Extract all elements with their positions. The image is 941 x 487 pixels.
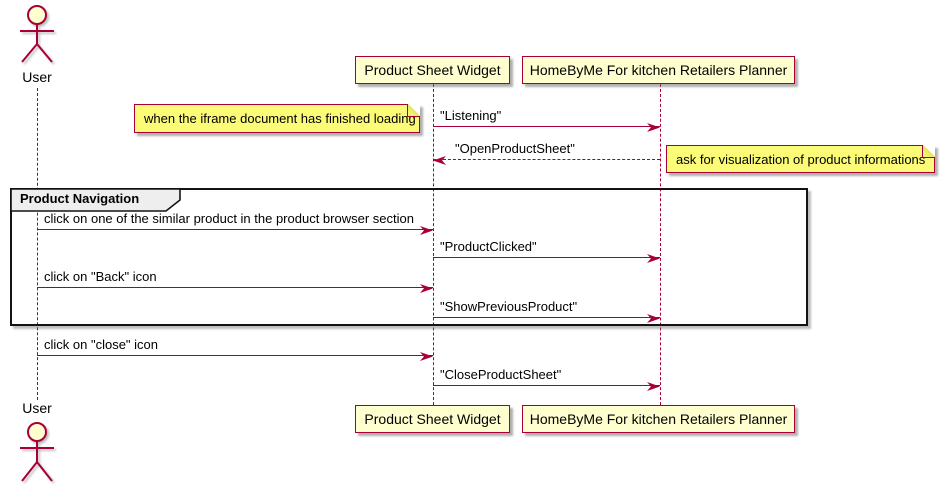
frame-tab: Product Navigation (10, 188, 182, 217)
message-line (433, 257, 660, 258)
message-label: "CloseProductSheet" (440, 367, 562, 382)
arrowhead-right-icon (647, 254, 660, 263)
message-line (37, 287, 433, 288)
message-product-clicked: "ProductClicked" (433, 238, 660, 263)
frame-tab-shape (10, 188, 181, 212)
message-label: click on "close" icon (44, 337, 158, 352)
actor-user-icon-bottom (20, 422, 54, 482)
arrowhead-right-icon (420, 352, 433, 361)
message-label: click on "Back" icon (44, 269, 157, 284)
message-open-product-sheet: "OpenProductSheet" (433, 140, 660, 165)
message-label: "ProductClicked" (440, 239, 537, 254)
participant-homebyme-planner-bottom: HomeByMe For kitchen Retailers Planner (522, 405, 795, 433)
message-line (433, 385, 660, 386)
arrowhead-right-icon (647, 123, 660, 132)
participant-product-sheet-widget-top: Product Sheet Widget (355, 56, 510, 84)
arrowhead-right-icon (420, 284, 433, 293)
message-line-dashed (433, 159, 660, 160)
message-line (433, 317, 660, 318)
message-label: click on one of the similar product in t… (44, 211, 414, 226)
message-label: "Listening" (440, 108, 502, 123)
actor-user-label-bottom: User (22, 400, 52, 416)
lifeline-homebyme-planner (660, 84, 661, 405)
note-iframe-loaded: when the iframe document has finished lo… (134, 104, 420, 133)
message-click-back-icon: click on "Back" icon (37, 268, 433, 293)
message-line (37, 355, 433, 356)
frame-product-navigation: Product Navigation (10, 188, 808, 326)
note-ask-visualization: ask for visualization of product informa… (666, 145, 935, 173)
message-listening: "Listening" (433, 107, 660, 132)
message-line (37, 229, 433, 230)
lifeline-product-sheet-widget (433, 84, 434, 405)
arrowhead-left-icon (433, 156, 446, 165)
arrowhead-right-icon (420, 226, 433, 235)
message-line (433, 126, 660, 127)
participant-homebyme-planner-top: HomeByMe For kitchen Retailers Planner (522, 56, 795, 84)
actor-user-label-top: User (22, 69, 52, 85)
arrowhead-right-icon (647, 382, 660, 391)
arrowhead-right-icon (647, 314, 660, 323)
participant-product-sheet-widget-bottom: Product Sheet Widget (355, 405, 510, 433)
message-label: "ShowPreviousProduct" (440, 299, 578, 314)
actor-user-icon (20, 5, 54, 63)
frame-title: Product Navigation (20, 191, 140, 206)
message-label: "OpenProductSheet" (455, 141, 575, 156)
message-click-close-icon: click on "close" icon (37, 336, 433, 361)
lifeline-user (37, 88, 38, 400)
message-click-similar-product: click on one of the similar product in t… (37, 210, 433, 235)
message-show-previous-product: "ShowPreviousProduct" (433, 298, 660, 323)
message-close-product-sheet: "CloseProductSheet" (433, 366, 660, 391)
